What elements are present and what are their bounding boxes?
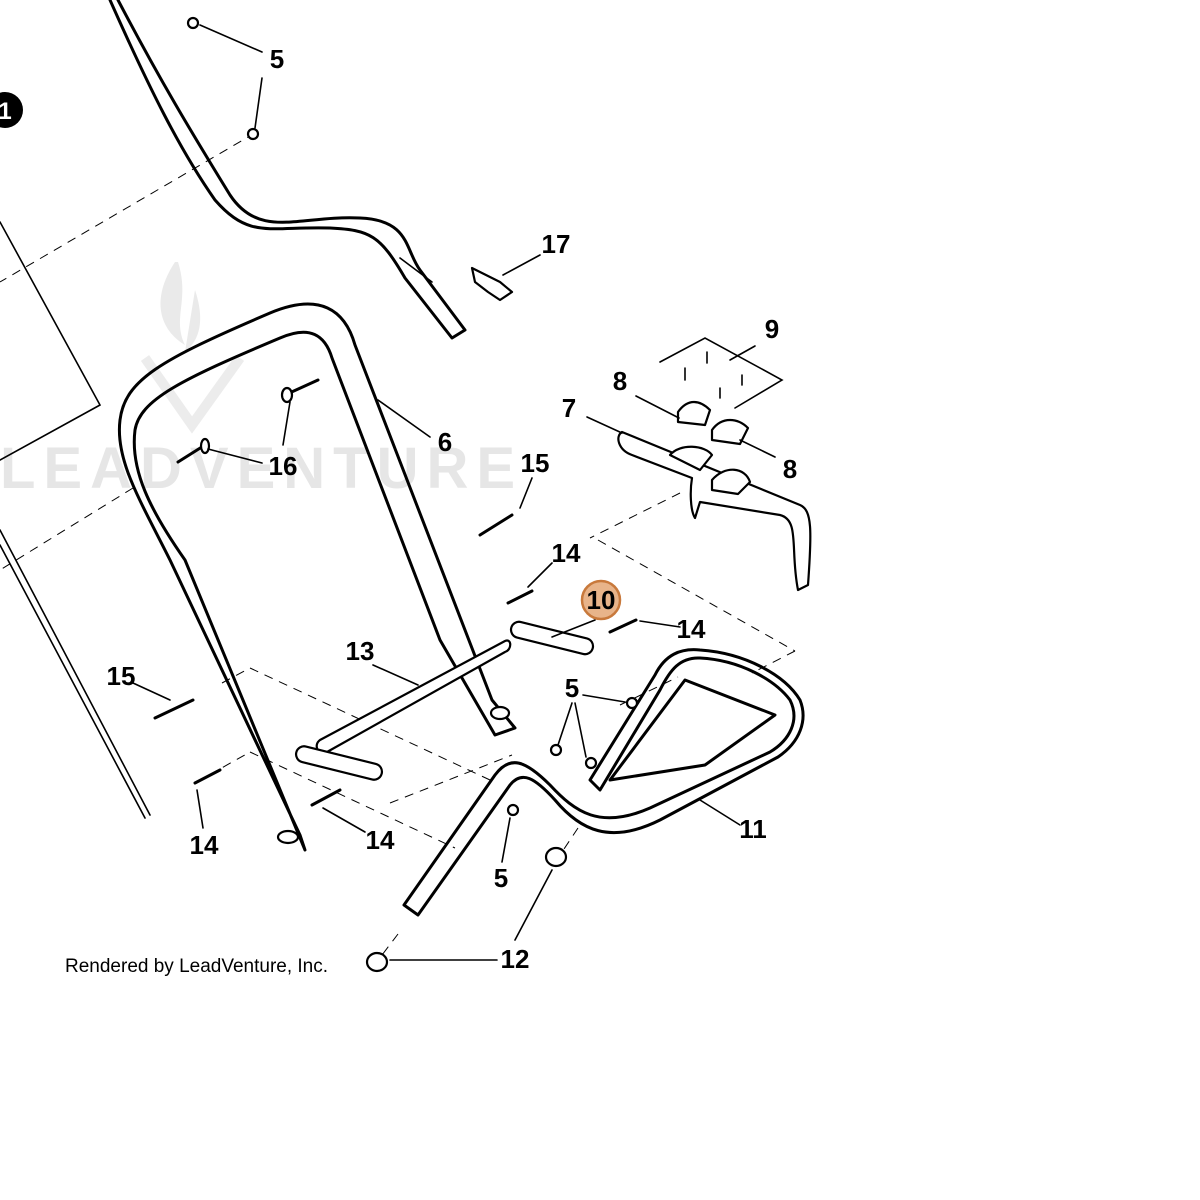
reference-marker-number: 1	[0, 98, 12, 125]
lower-handle-part-6	[117, 302, 517, 852]
callout-13[interactable]: 13	[346, 636, 375, 666]
callout-8-lower[interactable]: 8	[783, 454, 797, 484]
callout-14-lower-left[interactable]: 14	[190, 830, 219, 860]
callout-12[interactable]: 12	[501, 944, 530, 974]
callout-17[interactable]: 17	[542, 229, 571, 259]
left-housing-fragment	[0, 221, 151, 819]
callout-5-top[interactable]: 5	[270, 44, 284, 74]
callout-16[interactable]: 16	[269, 451, 298, 481]
callout-8-upper[interactable]: 8	[613, 366, 627, 396]
callout-5-bottom[interactable]: 5	[494, 863, 508, 893]
callout-7[interactable]: 7	[562, 393, 576, 423]
callout-14-lower[interactable]: 14	[366, 825, 395, 855]
callout-9[interactable]: 9	[765, 314, 779, 344]
bracket-assembly	[617, 337, 812, 592]
watermark-text: LEADVENTURE	[0, 436, 523, 501]
callout-15-lower[interactable]: 15	[107, 661, 136, 691]
watermark: LEADVENTURE	[0, 262, 523, 501]
hardware	[153, 16, 639, 973]
link-bars	[294, 620, 595, 781]
credit-text: Rendered by LeadVenture, Inc.	[65, 956, 328, 977]
callout-labels: 5 17 9 8 7 8 6 16 15 14 10 14 13 15 5 11…	[107, 44, 798, 974]
highlight-marker	[580, 579, 622, 621]
upper-handle	[108, 0, 467, 340]
callout-14-upper[interactable]: 14	[552, 538, 581, 568]
callout-11[interactable]: 11	[739, 814, 767, 844]
callout-6[interactable]: 6	[438, 427, 452, 457]
callout-5-middle[interactable]: 5	[565, 673, 579, 703]
alignment-lines	[0, 132, 796, 956]
callout-14-right[interactable]: 14	[677, 614, 706, 644]
leader-lines	[132, 24, 776, 961]
reference-marker-1: 1	[0, 92, 23, 128]
callout-15-upper[interactable]: 15	[521, 448, 550, 478]
crossbar-part-13	[315, 639, 512, 754]
callout-10[interactable]: 10	[587, 585, 616, 615]
bail-part-11	[402, 648, 805, 917]
